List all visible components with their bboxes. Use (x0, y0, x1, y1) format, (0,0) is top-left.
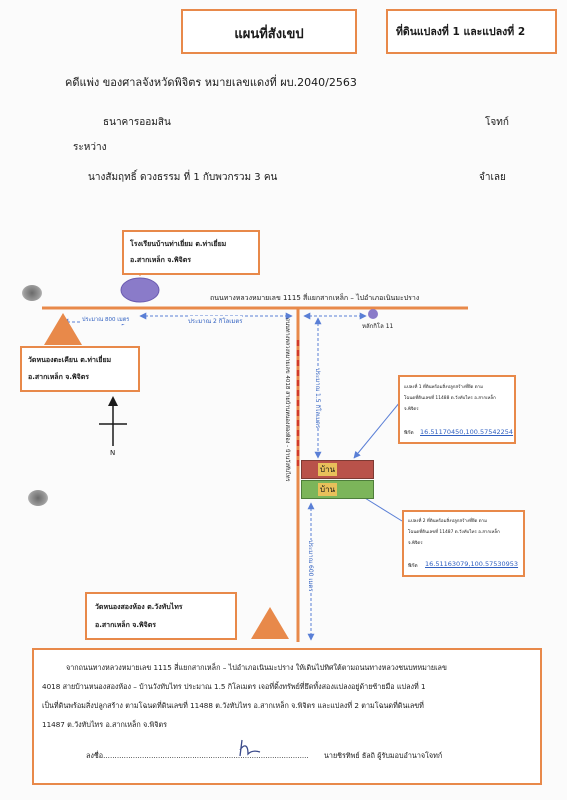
parcel2-coord-label: พิกัด (408, 563, 418, 569)
description-line1: จากถนนทางหลวงหมายเลข 1115 สี่แยกสากเหล็ก… (66, 663, 447, 672)
plaintiff-role: โจทก์ (485, 117, 509, 128)
description-line4: 11487 ต.วังทับไทร อ.สากเหล็ก จ.พิจิตร (42, 720, 168, 729)
house2-label: บ้าน (318, 483, 338, 496)
parcel1-coord[interactable]: 16.51170450,100.57542254 (420, 428, 514, 436)
house1-label: บ้าน (318, 463, 338, 476)
school-marker (120, 277, 160, 303)
parcel-box: ที่ดินแปลงที่ 1 และแปลงที่ 2 (386, 9, 557, 54)
km-marker-label: หลักกิโล 11 (362, 323, 394, 330)
punch-hole-bottom (28, 490, 48, 506)
parcel1-line2: โฉนดที่ดินเลขที่ 11488 ต.วังทับไทร อ.สาก… (404, 396, 496, 401)
parcel2-line3: จ.พิจิตร (408, 541, 423, 546)
description-box: จากถนนทางหลวงหมายเลข 1115 สี่แยกสากเหล็ก… (32, 648, 542, 785)
temple1-box: วัดหนองตะเคียน ต.ท่าเยี่ยม อ.สากเหล็ก จ.… (20, 346, 140, 392)
signature (239, 739, 261, 757)
pointer-parcel1 (353, 401, 401, 459)
temple2-district: อ.สากเหล็ก จ.พิจิตร (95, 621, 157, 629)
case-line: คดีแพ่ง ของศาลจังหวัดพิจิตร หมายเลขแดงที… (65, 76, 357, 89)
title-box: แผนที่สังเขป (181, 9, 357, 54)
description-line3: เป็นที่ดินพร้อมสิ่งปลูกสร้าง ตามโฉนดที่ด… (42, 701, 424, 710)
north-label: N (110, 449, 116, 457)
plaintiff: ธนาคารออมสิน (103, 117, 171, 128)
parcel1-line3: จ.พิจิตร (404, 407, 419, 412)
defendant: นางสัมฤทธิ์ ดวงธรรม ที่ 1 กับพวกรวม 3 คน (88, 172, 278, 183)
temple2-name: วัดหนองสองห้อง ต.วังทับไทร (95, 603, 183, 611)
north-arrow (99, 396, 127, 446)
distance-15km-label: ประมาณ 1.5 กิโลเมตร (312, 368, 322, 429)
page-title: แผนที่สังเขป (234, 27, 304, 42)
temple2-box: วัดหนองสองห้อง ต.วังทับไทร อ.สากเหล็ก จ.… (85, 592, 237, 640)
distance-2km-label: ประมาณ 2 กิโลเมตร (188, 316, 243, 326)
parcel1-coord-label: พิกัด (404, 430, 414, 436)
signature-line: ลงชื่อ..................................… (86, 751, 309, 760)
school-box: โรงเรียนบ้านท่าเยี่ยม ต.ท่าเยี่ยม อ.สากเ… (122, 230, 260, 275)
distance-small-label: ประมาณ 800 เมตร (82, 316, 130, 324)
signer-name: นายชิรทิพย์ ธัลถิ ผู้รับมอบอำนาจโจทก์ (324, 751, 443, 760)
temple1-district: อ.สากเหล็ก จ.พิจิตร (28, 373, 90, 381)
parcel2-line2: โฉนดที่ดินเลขที่ 11487 ต.วังทับไทร อ.สาก… (408, 530, 500, 535)
highway-label: ถนนทางหลวงหมายเลข 1115 สี่แยกสากเหล็ก – … (210, 294, 420, 302)
parcel2-coord[interactable]: 16.51163079,100.57530953 (425, 560, 519, 568)
description-line2: 4018 สายบ้านหนองสองห้อง – บ้านวังทับไทร … (42, 682, 426, 691)
parcel2-line1: แปลงที่ 2 ที่ดินพร้อมสิ่งปลูกสร้างที่ยึด… (408, 519, 487, 524)
temple1-name: วัดหนองตะเคียน ต.ท่าเยี่ยม (28, 356, 112, 364)
distance-600m-label: ประมาณ 600 เมตร (305, 540, 315, 592)
road-4018-label: ถนนทางหลวงหมายเลข 4018 สายบ้านหนองสองห้อ… (284, 318, 290, 482)
between-label: ระหว่าง (73, 142, 107, 153)
defendant-role: จำเลย (479, 172, 506, 183)
temple2-marker (251, 607, 289, 639)
school-district: อ.สากเหล็ก จ.พิจิตร (130, 256, 192, 264)
parcel1-line1: แปลงที่ 1 ที่ดินพร้อมสิ่งปลูกสร้างที่ยึด… (404, 385, 483, 390)
house-parcel2: บ้าน (301, 480, 374, 499)
school-name: โรงเรียนบ้านท่าเยี่ยม ต.ท่าเยี่ยม (130, 240, 227, 248)
parcel-heading: ที่ดินแปลงที่ 1 และแปลงที่ 2 (396, 26, 526, 38)
parcel1-box: แปลงที่ 1 ที่ดินพร้อมสิ่งปลูกสร้างที่ยึด… (398, 375, 516, 444)
temple1-marker (44, 313, 82, 345)
km-marker-dot (368, 309, 378, 319)
house-parcel1: บ้าน (301, 460, 374, 479)
parcel2-box: แปลงที่ 2 ที่ดินพร้อมสิ่งปลูกสร้างที่ยึด… (402, 510, 525, 577)
punch-hole-top (22, 285, 42, 301)
